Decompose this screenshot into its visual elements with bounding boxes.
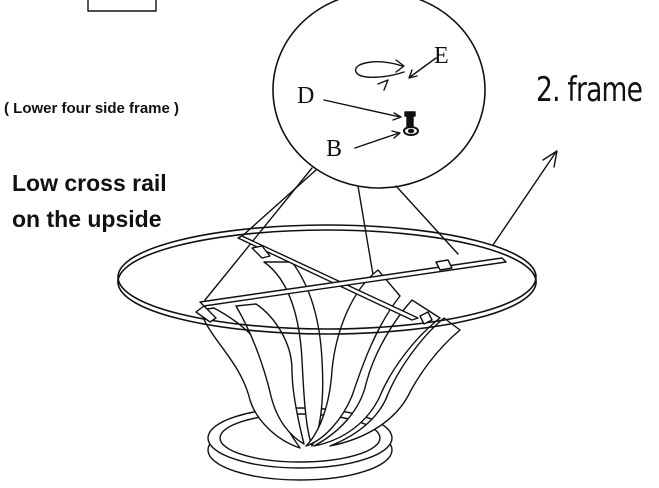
lower-frame-label: ( Lower four side frame ) <box>4 100 180 117</box>
step-title: 2. frame <box>536 70 643 110</box>
leader-lines <box>323 57 437 149</box>
header-box-fragment <box>87 0 157 12</box>
bolt-icon <box>404 111 416 128</box>
cross-rails <box>199 235 507 321</box>
part-label-e: E <box>434 43 449 69</box>
table-frame-rim <box>117 224 537 335</box>
washer-icon <box>403 126 419 136</box>
lower-side-frame-pieces <box>195 245 453 325</box>
pedestal-petals <box>199 261 461 449</box>
part-label-d: D <box>297 83 315 109</box>
detail-magnifier-circle <box>272 0 486 189</box>
cross-rail-label-line2: on the upside <box>12 206 162 232</box>
frame-pointer-arrow <box>492 150 558 246</box>
projection-lines <box>204 167 459 317</box>
rotate-arrow-icon <box>355 59 405 91</box>
part-label-b: B <box>326 136 343 162</box>
cross-rail-label-line1: Low cross rail <box>12 170 167 196</box>
